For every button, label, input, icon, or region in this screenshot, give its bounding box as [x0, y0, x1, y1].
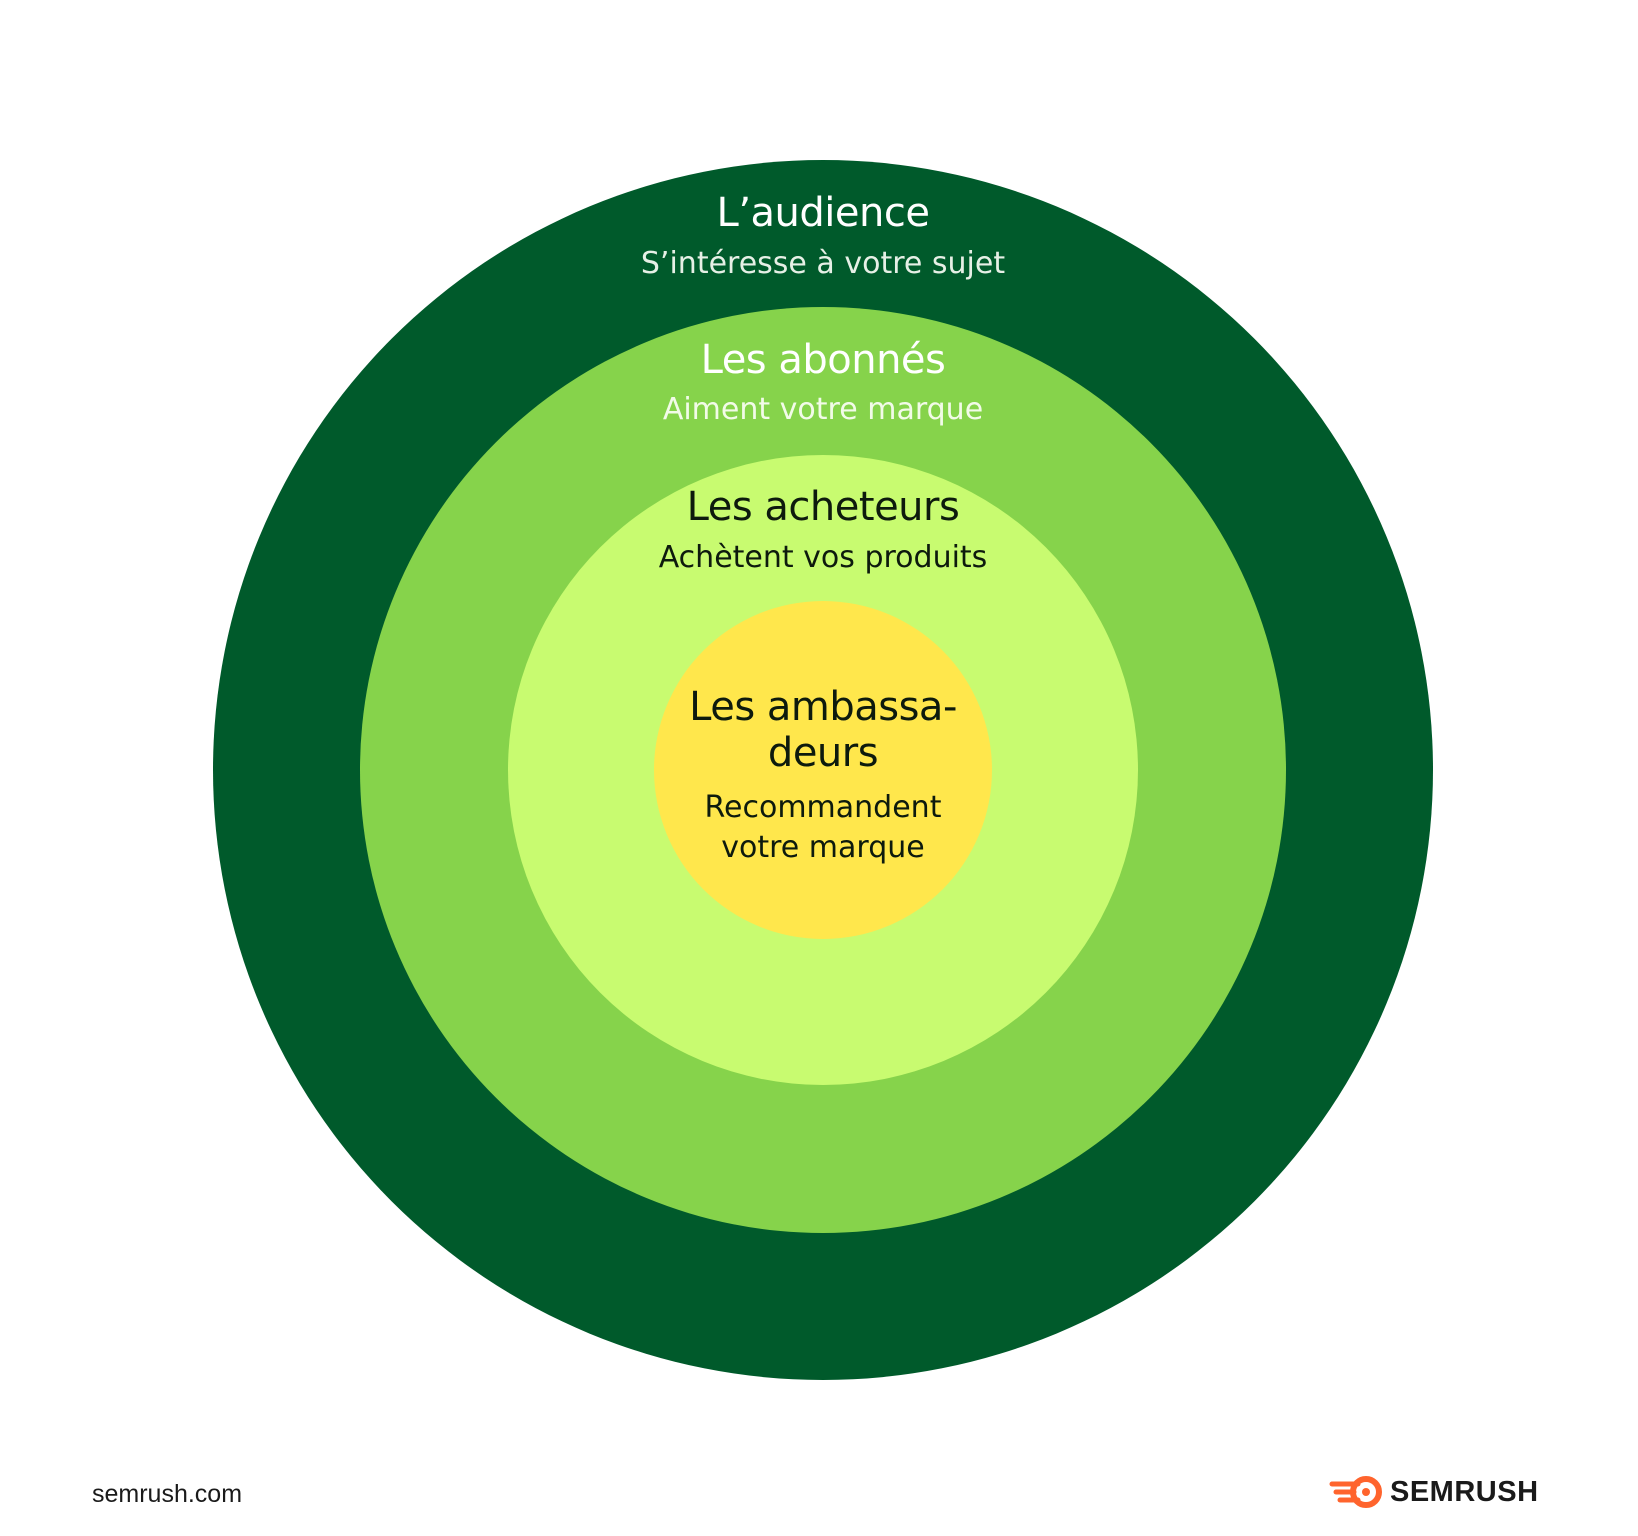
- semrush-wordmark: SEMRUSH: [1390, 1475, 1539, 1508]
- footer-site-url: semrush.com: [92, 1480, 243, 1508]
- ring-ambassadors: [654, 601, 992, 939]
- semrush-flame-icon: [1329, 1476, 1382, 1508]
- subscribers-subtitle: Aiment votre marque: [662, 392, 984, 427]
- ambassadors-title: Les ambassa- deurs: [689, 684, 957, 776]
- buyers-title: Les acheteurs: [686, 484, 960, 530]
- audience-subtitle: S’intéresse à votre sujet: [640, 246, 1006, 281]
- buyers-subtitle: Achètent vos produits: [658, 540, 988, 575]
- ambassadors-subtitle: Recommandent votre marque: [704, 790, 942, 865]
- semrush-brand: SEMRUSH: [1328, 1474, 1539, 1510]
- audience-title: L’audience: [716, 190, 930, 236]
- subscribers-title: Les abonnés: [700, 337, 946, 383]
